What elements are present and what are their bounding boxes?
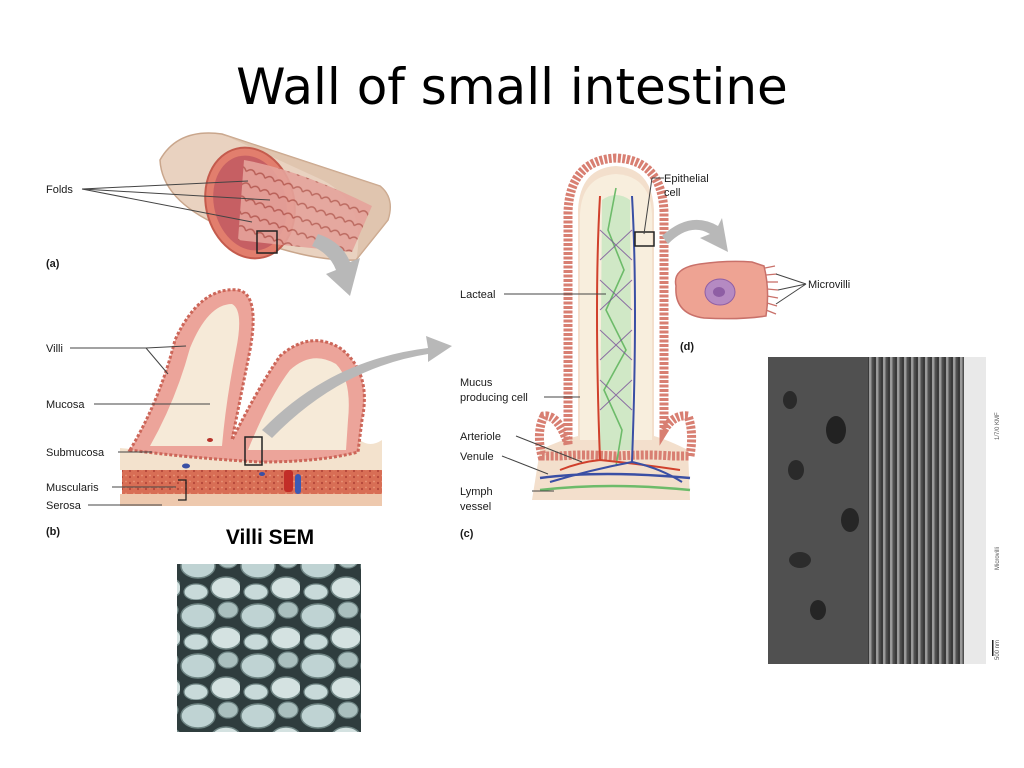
label-mucosa: Mucosa <box>46 399 85 411</box>
label-microvilli: Microvilli <box>808 279 850 291</box>
label-villi: Villi <box>46 343 63 355</box>
panel-a-tube <box>159 132 391 262</box>
label-muscularis: Muscularis <box>46 482 99 494</box>
panel-b-villi <box>120 288 382 506</box>
label-mucus-cell: producing cell <box>460 392 528 404</box>
arrow-c-to-d-icon <box>662 218 728 252</box>
label-folds: Folds <box>46 184 73 196</box>
muscularis-bracket <box>178 479 187 501</box>
label-serosa: Serosa <box>46 500 82 512</box>
panel-tag-a: (a) <box>46 258 60 270</box>
label-lymph: Lymph <box>460 486 493 498</box>
label-lacteal: Lacteal <box>460 289 495 301</box>
zoom-box-b <box>244 436 263 466</box>
label-epithelial-cell: cell <box>664 187 681 199</box>
villi-sem-image <box>177 564 361 732</box>
zoom-box-a <box>256 230 278 254</box>
microvilli-leader-lines <box>775 273 807 305</box>
microvilli-tem-image: 1/7/0 KMF Microvilli 500 nm <box>768 357 1001 664</box>
villi-leader-lines <box>70 345 210 506</box>
label-lymph-vessel: vessel <box>460 501 491 513</box>
panel-tag-d: (d) <box>680 341 694 353</box>
tem-scale-bar: 500 nm <box>995 640 1001 660</box>
panel-c-villus <box>532 153 697 500</box>
folds-leader-lines <box>81 180 271 223</box>
sem-title: Villi SEM <box>226 526 314 549</box>
label-mucus: Mucus <box>460 377 493 389</box>
label-submucosa: Submucosa <box>46 447 105 459</box>
label-epithelial: Epithelial <box>664 173 709 185</box>
panel-d-cell <box>674 260 779 320</box>
panel-tag-b: (b) <box>46 526 60 538</box>
slide-title: Wall of small intestine <box>236 58 788 116</box>
arrow-b-to-c-icon <box>262 336 452 438</box>
arrow-a-to-b-icon <box>312 234 360 296</box>
tem-caption-id: 1/7/0 KMF <box>995 412 1001 440</box>
tem-caption-microvilli: Microvilli <box>995 547 1001 570</box>
label-arteriole: Arteriole <box>460 431 501 443</box>
label-venule: Venule <box>460 451 494 463</box>
panel-tag-c: (c) <box>460 528 474 540</box>
villus-leader-lines <box>501 177 664 492</box>
